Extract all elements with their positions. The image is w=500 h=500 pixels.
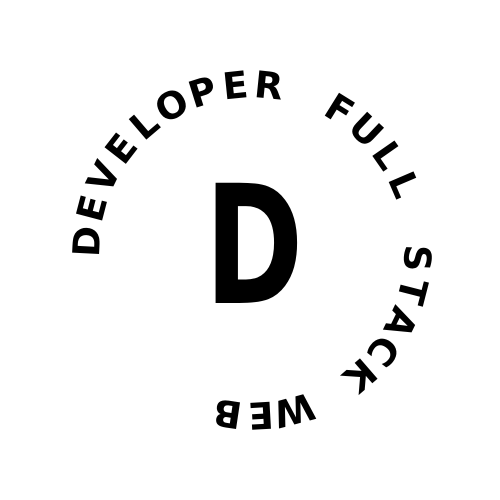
- ring-letter: R: [252, 63, 285, 109]
- ring-letter: S: [395, 244, 439, 273]
- ring-letter: W: [269, 384, 319, 436]
- monogram-letter: D: [205, 150, 304, 342]
- ring-letter: E: [221, 63, 250, 108]
- ring-letter: L: [379, 165, 428, 204]
- ring-letter: E: [247, 393, 275, 437]
- ring-letter: D: [65, 225, 110, 258]
- ring-letter: B: [210, 390, 244, 437]
